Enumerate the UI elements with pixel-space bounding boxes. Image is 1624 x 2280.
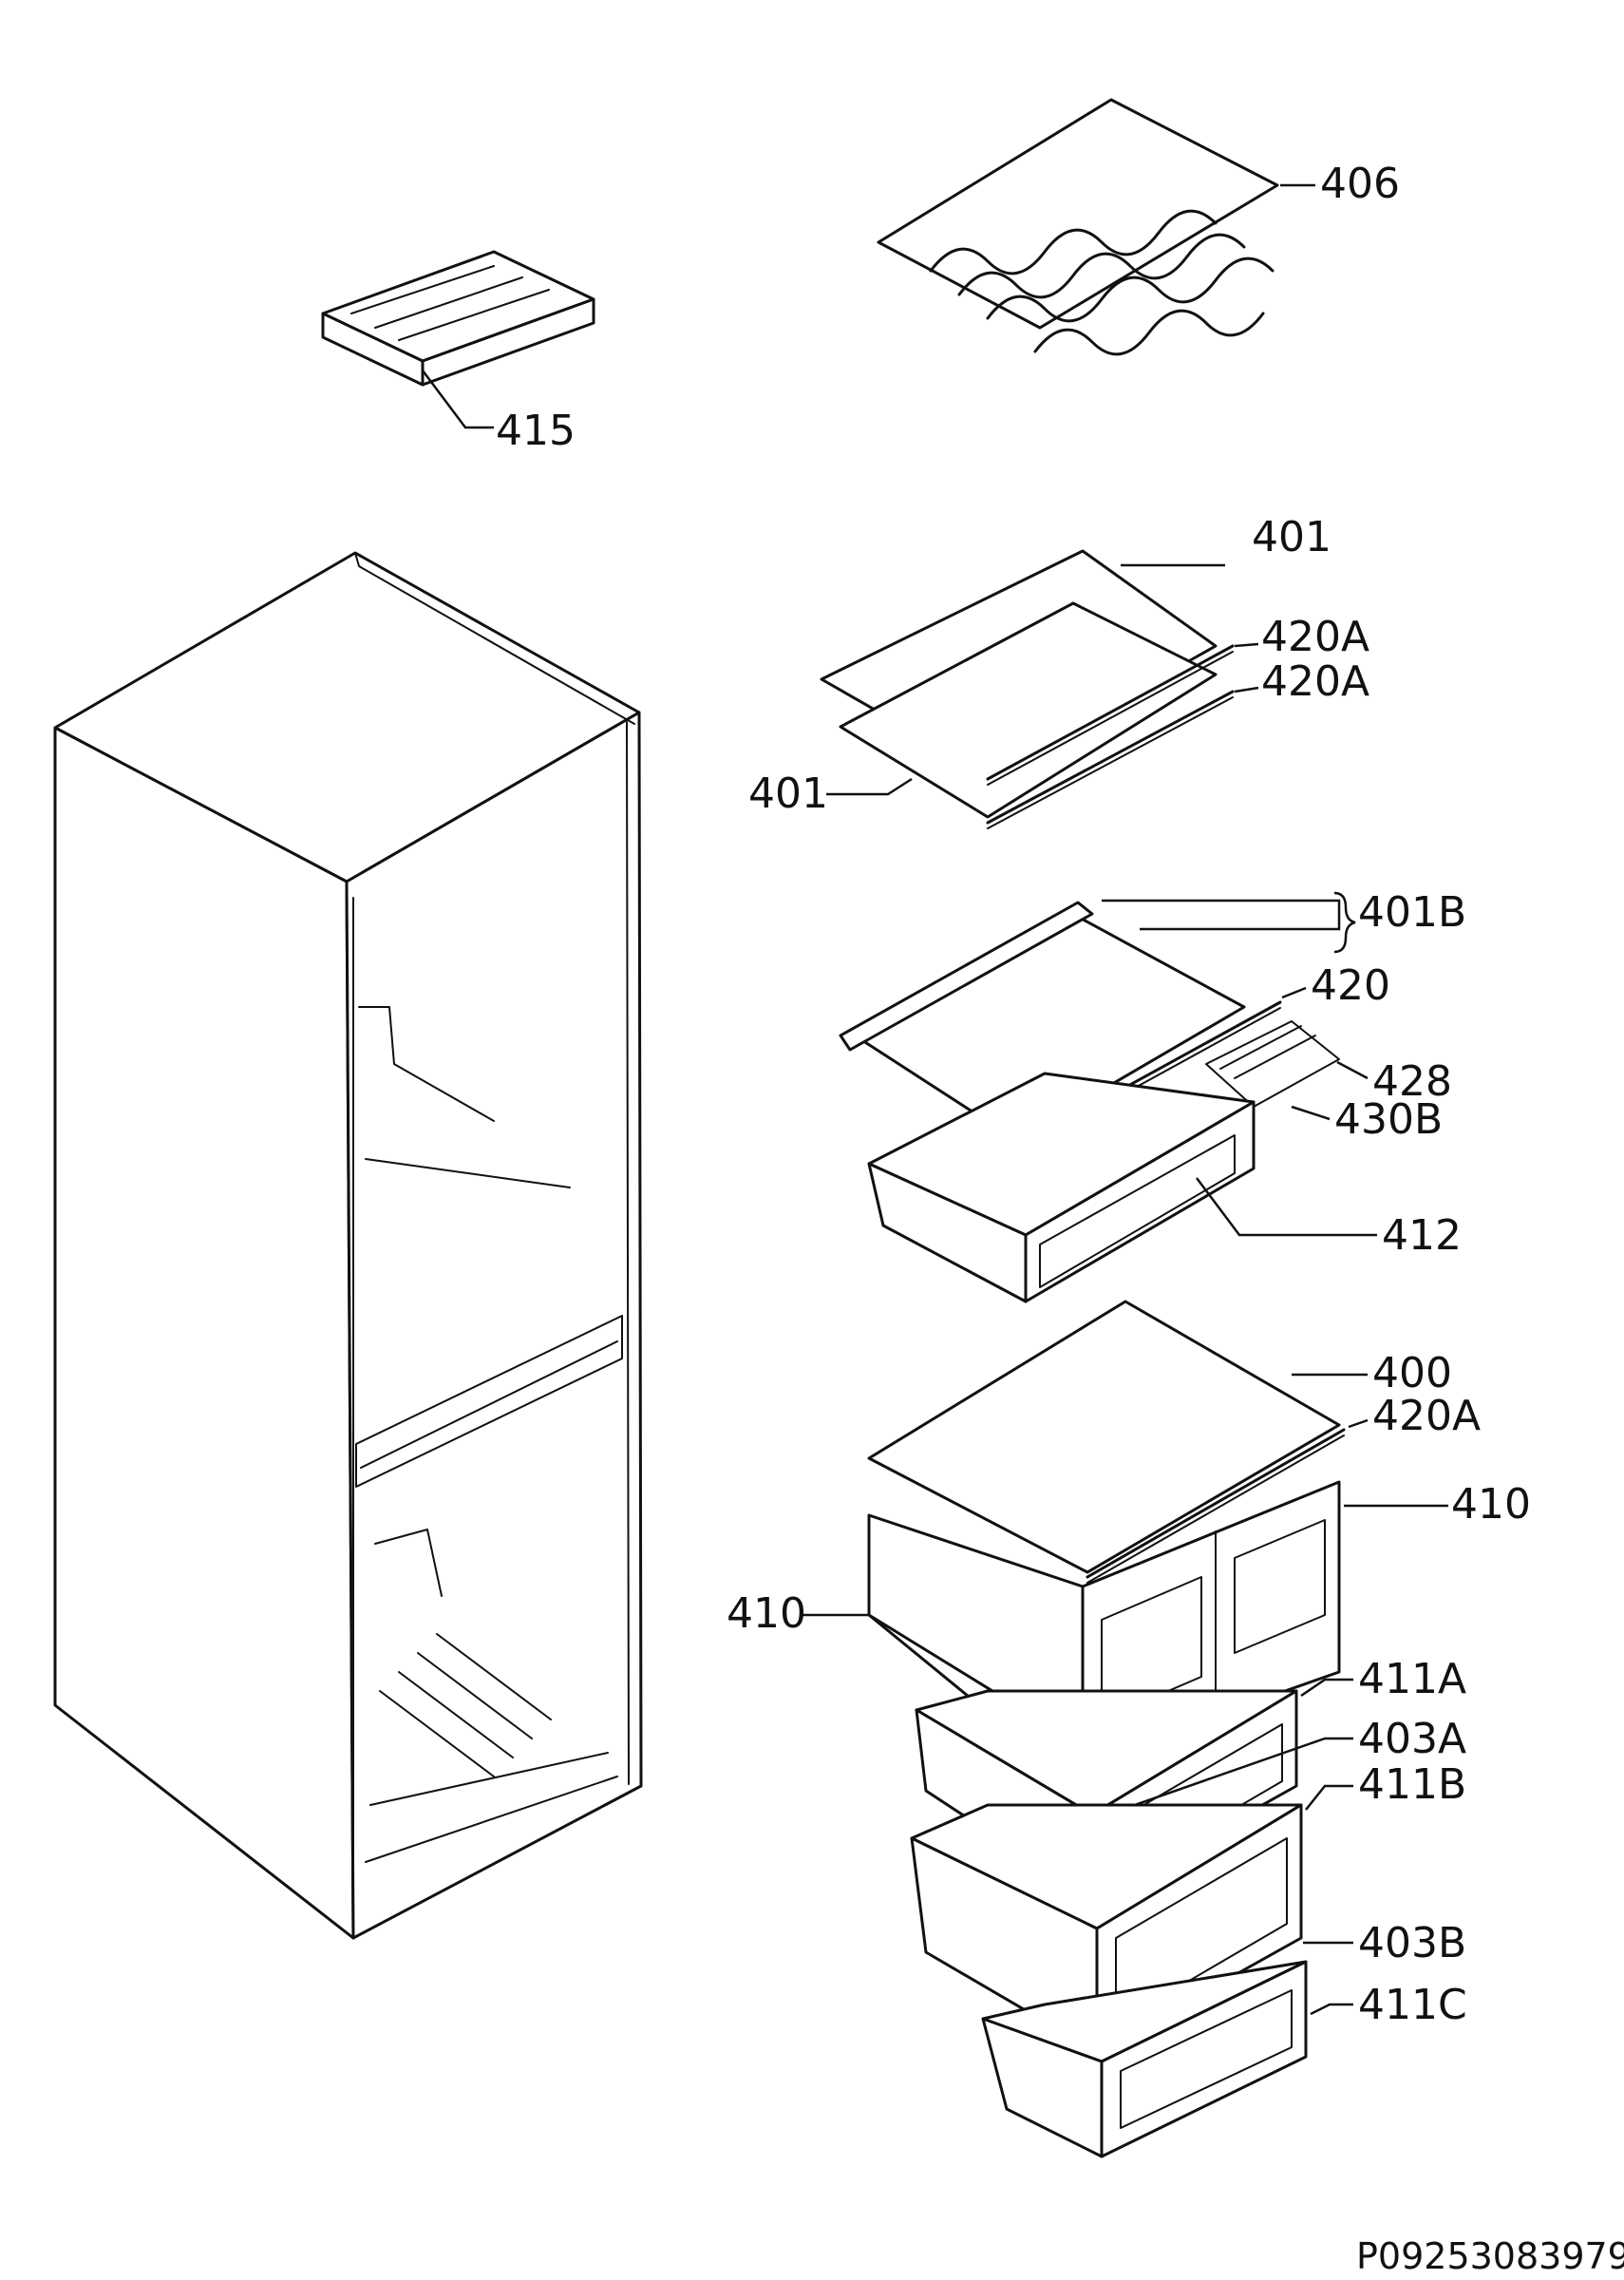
callout-420A-2: 420A [1261, 657, 1369, 706]
leader-401B [1102, 899, 1341, 931]
glass-shelf-part-400 [867, 1300, 1346, 1584]
callout-406: 406 [1320, 160, 1400, 208]
callout-401B: 401B [1358, 888, 1466, 937]
brace-401B [1333, 891, 1356, 954]
callout-410-right: 410 [1451, 1480, 1531, 1529]
leader-415 [422, 370, 494, 429]
callout-420A-3: 420A [1372, 1392, 1481, 1440]
leader-430B [1291, 1105, 1331, 1121]
callout-400: 400 [1372, 1349, 1452, 1397]
callout-412: 412 [1382, 1211, 1462, 1260]
callout-411A: 411A [1358, 1655, 1466, 1703]
leader-401-left [826, 777, 913, 796]
leader-411A [1300, 1678, 1353, 1698]
callout-420: 420 [1311, 961, 1390, 1010]
leader-420 [1281, 986, 1307, 999]
callout-411C: 411C [1358, 1981, 1467, 2029]
leader-403A [1093, 1737, 1353, 1821]
callout-403B: 403B [1358, 1919, 1466, 1967]
drawing-code: P09253083979 [1356, 2235, 1624, 2277]
callout-428: 428 [1372, 1057, 1452, 1106]
callout-401-top: 401 [1252, 513, 1331, 561]
callout-401-left: 401 [748, 770, 828, 818]
leader-412 [1196, 1177, 1377, 1237]
filter-part-415 [321, 250, 595, 387]
callout-420A-1: 420A [1261, 613, 1369, 661]
leader-420A-2 [1234, 686, 1259, 694]
leader-428 [1336, 1060, 1369, 1080]
wine-rack-part-406 [877, 98, 1279, 356]
fridge-cabinet [53, 551, 643, 1940]
shelf-assembly-401B [839, 901, 1340, 1151]
callout-430B: 430B [1334, 1095, 1443, 1144]
callout-411B: 411B [1358, 1760, 1466, 1809]
drawer-part-411C [981, 1960, 1308, 2158]
callout-415: 415 [496, 407, 576, 455]
callout-403A: 403A [1358, 1715, 1466, 1763]
leader-420A-3 [1348, 1418, 1369, 1429]
leader-420A-1 [1234, 642, 1259, 648]
glass-shelf-pair-401 [820, 549, 1235, 829]
leader-411B [1305, 1784, 1353, 1811]
drawer-part-412 [867, 1072, 1256, 1303]
callout-410-left: 410 [727, 1589, 806, 1638]
leader-411C [1310, 2003, 1353, 2016]
